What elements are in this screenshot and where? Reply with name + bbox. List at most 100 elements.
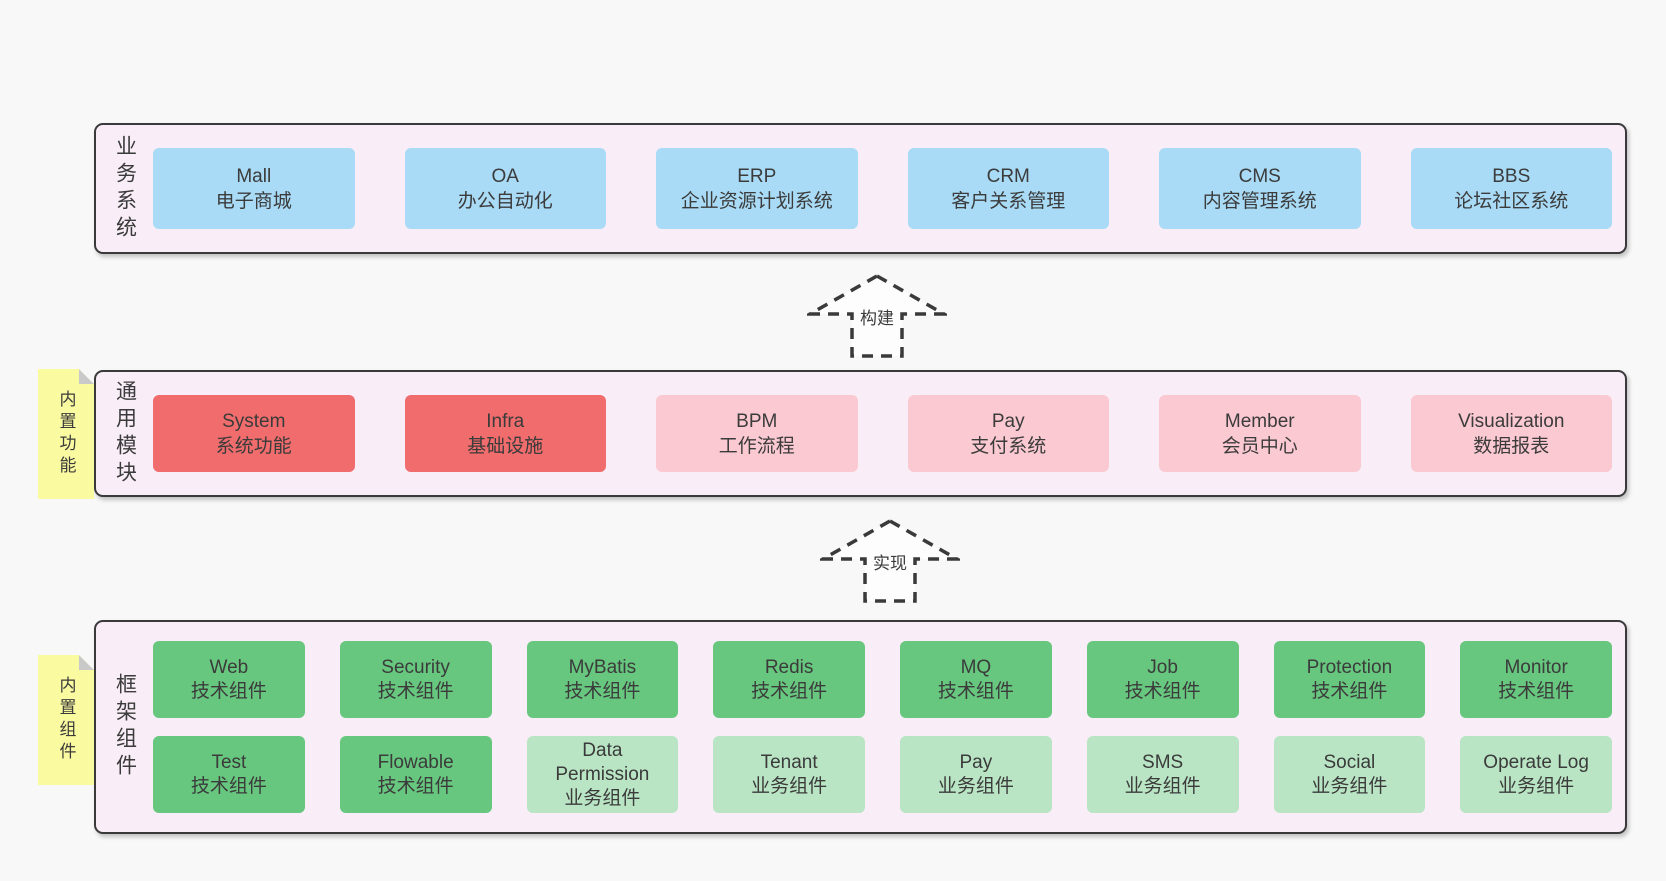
note-built-in-features-label: 内置功能: [56, 390, 76, 478]
box-web-name: Web: [209, 656, 249, 678]
box-web: Web 技术组件: [153, 641, 305, 718]
box-protection: Protection 技术组件: [1273, 641, 1426, 718]
box-infra: Infra 基础设施: [404, 395, 606, 472]
implement-arrow-label: 实现: [869, 553, 911, 574]
box-system-name: System: [222, 410, 286, 432]
box-monitor: Monitor 技术组件: [1460, 641, 1612, 718]
box-mybatis: MyBatis 技术组件: [526, 641, 679, 718]
box-data-permission-sub: 业务组件: [564, 787, 641, 809]
layer-business-systems: 业务系统 Mall 电子商城 OA 办公自动化 ERP 企业资源计划系统 CRM…: [94, 123, 1627, 254]
box-operate-log: Operate Log 业务组件: [1460, 736, 1612, 813]
framework-row-1: Web 技术组件 Security 技术组件 MyBatis 技术组件 Redi…: [153, 641, 1612, 718]
box-erp: ERP 企业资源计划系统: [656, 148, 858, 229]
up-arrow-build-icon: 构建: [807, 273, 947, 359]
box-mq-sub: 技术组件: [937, 680, 1014, 702]
build-arrow-zone: 构建: [94, 254, 1627, 370]
box-sms: SMS 业务组件: [1086, 736, 1239, 813]
box-data-permission: Data Permission 业务组件: [526, 736, 679, 813]
box-crm-sub: 客户关系管理: [951, 190, 1066, 212]
box-infra-name: Infra: [486, 410, 525, 432]
box-test-sub: 技术组件: [190, 775, 267, 797]
box-visualization-name: Visualization: [1458, 410, 1565, 432]
box-bbs: BBS 论坛社区系统: [1410, 148, 1612, 229]
box-operate-log-name: Operate Log: [1483, 751, 1589, 773]
box-erp-name: ERP: [737, 165, 777, 187]
box-mall-name: Mall: [236, 165, 272, 187]
box-redis: Redis 技术组件: [713, 641, 865, 718]
note-built-in-components: 内置组件: [38, 655, 94, 785]
box-pay: Pay 支付系统: [907, 395, 1109, 472]
box-pay-biz: Pay 业务组件: [900, 736, 1052, 813]
box-social: Social 业务组件: [1273, 736, 1426, 813]
box-bpm-sub: 工作流程: [718, 435, 795, 457]
box-security: Security 技术组件: [339, 641, 492, 718]
box-bpm-name: BPM: [736, 410, 778, 432]
architecture-diagram: 业务系统 Mall 电子商城 OA 办公自动化 ERP 企业资源计划系统 CRM…: [94, 123, 1627, 834]
box-system: System 系统功能: [153, 395, 355, 472]
box-social-sub: 业务组件: [1311, 775, 1388, 797]
business-boxes-row: Mall 电子商城 OA 办公自动化 ERP 企业资源计划系统 CRM 客户关系…: [153, 148, 1625, 229]
box-flowable-sub: 技术组件: [377, 775, 454, 797]
box-test-name: Test: [211, 751, 247, 773]
box-oa: OA 办公自动化: [404, 148, 606, 229]
note-fold-corner-icon: [79, 369, 94, 384]
box-flowable-name: Flowable: [377, 751, 454, 773]
box-member: Member 会员中心: [1159, 395, 1361, 472]
box-cms: CMS 内容管理系统: [1159, 148, 1361, 229]
common-boxes-row: System 系统功能 Infra 基础设施 BPM 工作流程 Pay 支付系统…: [153, 395, 1625, 472]
box-tenant-sub: 业务组件: [751, 775, 828, 797]
framework-row-2: Test 技术组件 Flowable 技术组件 Data Permission …: [153, 736, 1612, 813]
box-oa-name: OA: [491, 165, 519, 187]
box-web-sub: 技术组件: [190, 680, 267, 702]
box-system-sub: 系统功能: [215, 435, 292, 457]
box-data-permission-name: Data Permission: [555, 739, 650, 785]
box-security-sub: 技术组件: [377, 680, 454, 702]
layer-framework-label: 框架组件: [113, 673, 137, 781]
box-protection-sub: 技术组件: [1311, 680, 1388, 702]
box-erp-sub: 企业资源计划系统: [680, 190, 833, 212]
box-visualization-sub: 数据报表: [1473, 435, 1550, 457]
box-mq: MQ 技术组件: [900, 641, 1052, 718]
box-monitor-sub: 技术组件: [1498, 680, 1575, 702]
box-sms-name: SMS: [1142, 751, 1184, 773]
note-fold-corner-icon: [79, 655, 94, 670]
layer-framework-components: 内置组件 框架组件 Web 技术组件 Security 技术组件 MyBatis…: [94, 620, 1627, 834]
box-job-sub: 技术组件: [1124, 680, 1201, 702]
box-bbs-sub: 论坛社区系统: [1454, 190, 1569, 212]
box-tenant: Tenant 业务组件: [713, 736, 865, 813]
box-crm: CRM 客户关系管理: [907, 148, 1109, 229]
box-pay-name: Pay: [991, 410, 1025, 432]
box-operate-log-sub: 业务组件: [1498, 775, 1575, 797]
box-mall-sub: 电子商城: [215, 190, 292, 212]
box-flowable: Flowable 技术组件: [339, 736, 492, 813]
box-mybatis-name: MyBatis: [568, 656, 637, 678]
box-pay-biz-name: Pay: [959, 751, 993, 773]
box-protection-name: Protection: [1306, 656, 1393, 678]
box-pay-biz-sub: 业务组件: [937, 775, 1014, 797]
box-bbs-name: BBS: [1492, 165, 1531, 187]
box-job-name: Job: [1147, 656, 1178, 678]
box-mq-name: MQ: [960, 656, 992, 678]
box-social-name: Social: [1323, 751, 1376, 773]
box-member-sub: 会员中心: [1221, 435, 1298, 457]
box-mybatis-sub: 技术组件: [564, 680, 641, 702]
framework-boxes-grid: Web 技术组件 Security 技术组件 MyBatis 技术组件 Redi…: [153, 641, 1625, 813]
box-member-name: Member: [1224, 410, 1295, 432]
note-built-in-components-label: 内置组件: [56, 676, 76, 764]
box-infra-sub: 基础设施: [467, 435, 544, 457]
layer-common-modules: 内置功能 通用模块 System 系统功能 Infra 基础设施 BPM 工作流…: [94, 370, 1627, 497]
build-arrow-label: 构建: [856, 308, 898, 329]
box-security-name: Security: [381, 656, 450, 678]
note-built-in-features: 内置功能: [38, 369, 94, 499]
box-cms-name: CMS: [1238, 165, 1281, 187]
layer-business-label: 业务系统: [113, 134, 137, 243]
implement-arrow-zone: 实现: [94, 497, 1627, 620]
box-crm-name: CRM: [986, 165, 1030, 187]
layer-common-label: 通用模块: [113, 379, 137, 488]
box-mall: Mall 电子商城: [153, 148, 355, 229]
box-bpm: BPM 工作流程: [656, 395, 858, 472]
box-cms-sub: 内容管理系统: [1202, 190, 1317, 212]
up-arrow-implement-icon: 实现: [820, 518, 960, 604]
box-oa-sub: 办公自动化: [457, 190, 553, 212]
box-monitor-name: Monitor: [1504, 656, 1568, 678]
